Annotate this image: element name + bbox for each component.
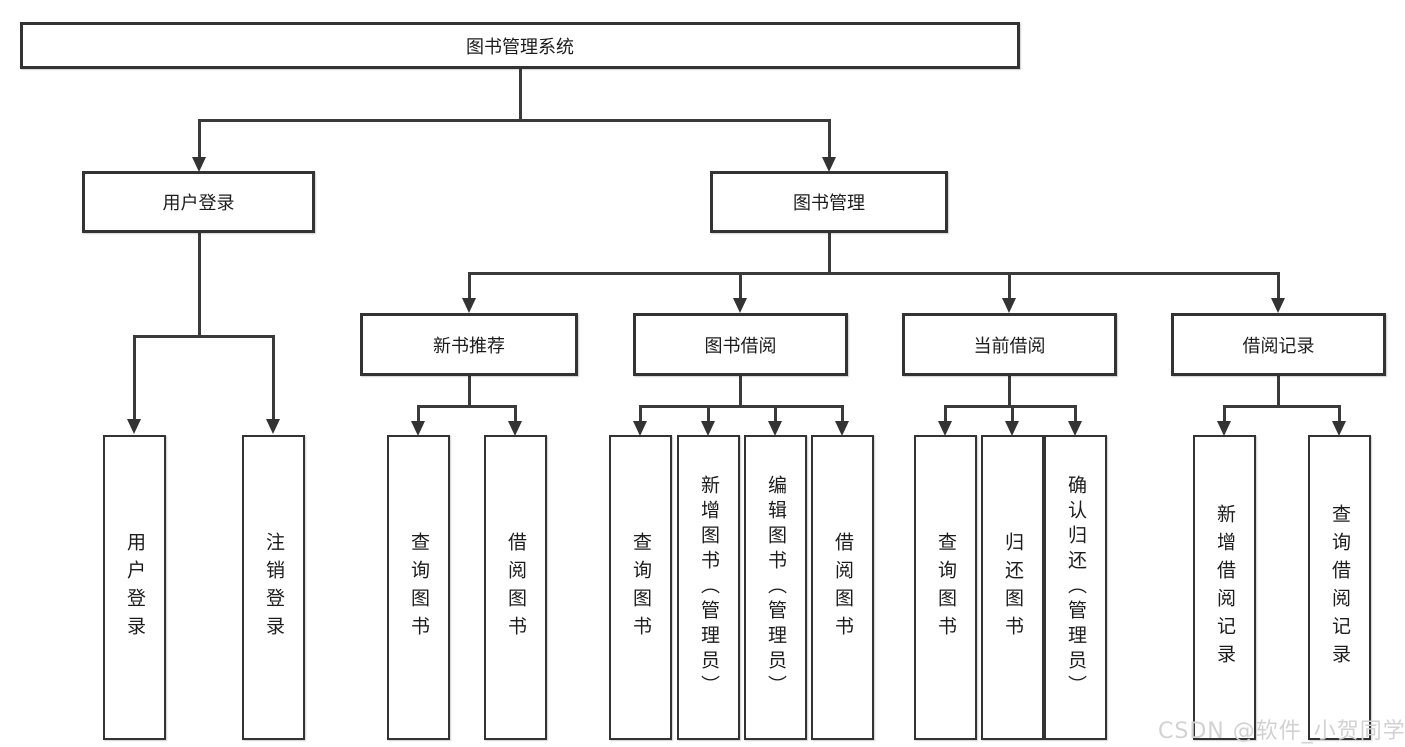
arrowhead-leaf-return-book-icon: [1005, 421, 1019, 436]
arrowhead-leaf-borrow-book-recommend-icon: [508, 421, 522, 436]
node-user-login-label: 用户登录: [162, 193, 235, 214]
leaf-borrow-book-recommend-label: 借阅图书: [505, 531, 527, 644]
connector-to-leaf-query-borrow-record: [1338, 405, 1341, 423]
arrowhead-user-login-icon: [192, 157, 206, 172]
connector-book-borrowing-stem: [739, 376, 742, 407]
leaf-borrow-book-borrowing-label: 借阅图书: [832, 531, 854, 644]
node-new-book-recommend: 新书推荐: [360, 313, 578, 376]
connector-book-borrowing-rail: [640, 405, 843, 408]
connector-current-borrowing-stem: [1008, 376, 1011, 407]
connector-to-leaf-query-book-recommend: [417, 405, 420, 423]
leaf-borrow-book-borrowing: 借阅图书: [811, 435, 874, 740]
connector-to-current-borrowing: [1008, 272, 1011, 301]
connector-root-stem: [519, 69, 522, 120]
connector-book-management-rail: [468, 272, 1280, 275]
leaf-edit-book-admin-label: 编辑图书（管理员）: [765, 475, 787, 700]
node-book-borrowing-label: 图书借阅: [704, 335, 777, 357]
arrowhead-leaf-add-book-admin-icon: [701, 421, 715, 436]
connector-to-book-borrowing: [739, 272, 742, 301]
connector-to-leaf-return-book: [1011, 405, 1014, 423]
leaf-query-book-recommend: 查询图书: [387, 435, 450, 740]
arrowhead-leaf-query-book-borrowing-icon: [633, 421, 647, 436]
node-library-system: 图书管理系统: [20, 22, 1020, 69]
arrowhead-leaf-borrow-book-borrowing-icon: [835, 421, 849, 436]
node-book-management-label: 图书管理: [793, 193, 865, 214]
connector-root-to-user-login: [198, 119, 201, 160]
connector-to-leaf-borrow-book-recommend: [514, 405, 517, 423]
connector-new-book-recommend-stem: [468, 376, 471, 407]
leaf-query-borrow-record-label: 查询借阅记录: [1329, 503, 1351, 672]
leaf-query-book-recommend-label: 查询图书: [408, 531, 430, 644]
leaf-borrow-book-recommend: 借阅图书: [484, 435, 547, 740]
connector-to-leaf-edit-book-admin: [774, 405, 777, 423]
arrowhead-new-book-recommend-icon: [462, 298, 476, 313]
connector-to-leaf-add-book-admin: [707, 405, 710, 423]
connector-new-book-recommend-rail: [418, 405, 517, 408]
connector-user-login-rail: [134, 335, 274, 338]
leaf-edit-book-admin: 编辑图书（管理员）: [744, 435, 807, 740]
node-book-management: 图书管理: [710, 171, 948, 233]
arrowhead-leaf-confirm-return-admin-icon: [1068, 421, 1082, 436]
node-new-book-recommend-label: 新书推荐: [433, 335, 505, 357]
leaf-confirm-return-admin: 确认归还（管理员）: [1044, 435, 1107, 740]
connector-root-to-book-management: [828, 119, 831, 160]
arrowhead-borrow-records-icon: [1271, 298, 1285, 313]
connector-to-leaf-query-book-borrowing: [639, 405, 642, 423]
node-user-login: 用户登录: [82, 171, 315, 233]
arrowhead-leaf-logout-icon: [266, 419, 280, 434]
arrowhead-leaf-user-login-icon: [127, 419, 141, 434]
leaf-query-book-current-label: 查询图书: [935, 531, 957, 644]
leaf-add-book-admin-label: 新增图书（管理员）: [698, 475, 720, 700]
node-current-borrowing: 当前借阅: [902, 313, 1117, 376]
connector-to-leaf-user-login: [133, 335, 136, 421]
connector-to-leaf-add-borrow-record: [1223, 405, 1226, 423]
leaf-query-book-borrowing-label: 查询图书: [630, 531, 652, 644]
connector-to-borrow-records: [1277, 272, 1280, 301]
connector-to-leaf-query-book-current: [944, 405, 947, 423]
node-borrow-records: 借阅记录: [1171, 313, 1386, 376]
connector-current-borrowing-rail: [945, 405, 1076, 408]
connector-to-new-book-recommend: [468, 272, 471, 301]
arrowhead-leaf-query-book-recommend-icon: [411, 421, 425, 436]
leaf-user-login-label: 用户登录: [124, 531, 146, 644]
connector-user-login-stem: [198, 233, 201, 337]
leaf-add-borrow-record-label: 新增借阅记录: [1214, 503, 1236, 672]
node-borrow-records-label: 借阅记录: [1242, 335, 1315, 357]
connector-borrow-records-stem: [1277, 376, 1280, 407]
leaf-return-book-label: 归还图书: [1002, 531, 1024, 644]
arrowhead-leaf-add-borrow-record-icon: [1217, 421, 1231, 436]
leaf-confirm-return-admin-label: 确认归还（管理员）: [1065, 475, 1087, 700]
arrowhead-leaf-query-borrow-record-icon: [1332, 421, 1346, 436]
node-book-borrowing: 图书借阅: [633, 313, 848, 376]
connector-to-leaf-confirm-return-admin: [1074, 405, 1077, 423]
arrowhead-leaf-query-book-current-icon: [938, 421, 952, 436]
connector-borrow-records-rail: [1224, 405, 1340, 408]
leaf-logout-login-label: 注销登录: [263, 531, 285, 644]
node-current-borrowing-label: 当前借阅: [973, 335, 1046, 357]
leaf-return-book: 归还图书: [981, 435, 1044, 740]
connector-root-rail: [198, 119, 831, 122]
connector-to-leaf-logout: [272, 335, 275, 421]
leaf-add-borrow-record: 新增借阅记录: [1193, 435, 1256, 740]
connector-book-management-stem: [828, 233, 831, 274]
leaf-user-login: 用户登录: [103, 435, 166, 740]
arrowhead-leaf-edit-book-admin-icon: [768, 421, 782, 436]
connector-to-leaf-borrow-book-borrowing: [841, 405, 844, 423]
csdn-watermark: CSDN @软件_小贺同学: [1158, 719, 1405, 744]
node-library-system-label: 图书管理系统: [466, 36, 574, 58]
leaf-query-book-current: 查询图书: [914, 435, 977, 740]
leaf-logout-login: 注销登录: [242, 435, 305, 740]
arrowhead-book-borrowing-icon: [733, 298, 747, 313]
leaf-add-book-admin: 新增图书（管理员）: [677, 435, 740, 740]
arrowhead-current-borrowing-icon: [1002, 298, 1016, 313]
leaf-query-book-borrowing: 查询图书: [609, 435, 672, 740]
leaf-query-borrow-record: 查询借阅记录: [1308, 435, 1371, 740]
arrowhead-book-management-icon: [822, 157, 836, 172]
